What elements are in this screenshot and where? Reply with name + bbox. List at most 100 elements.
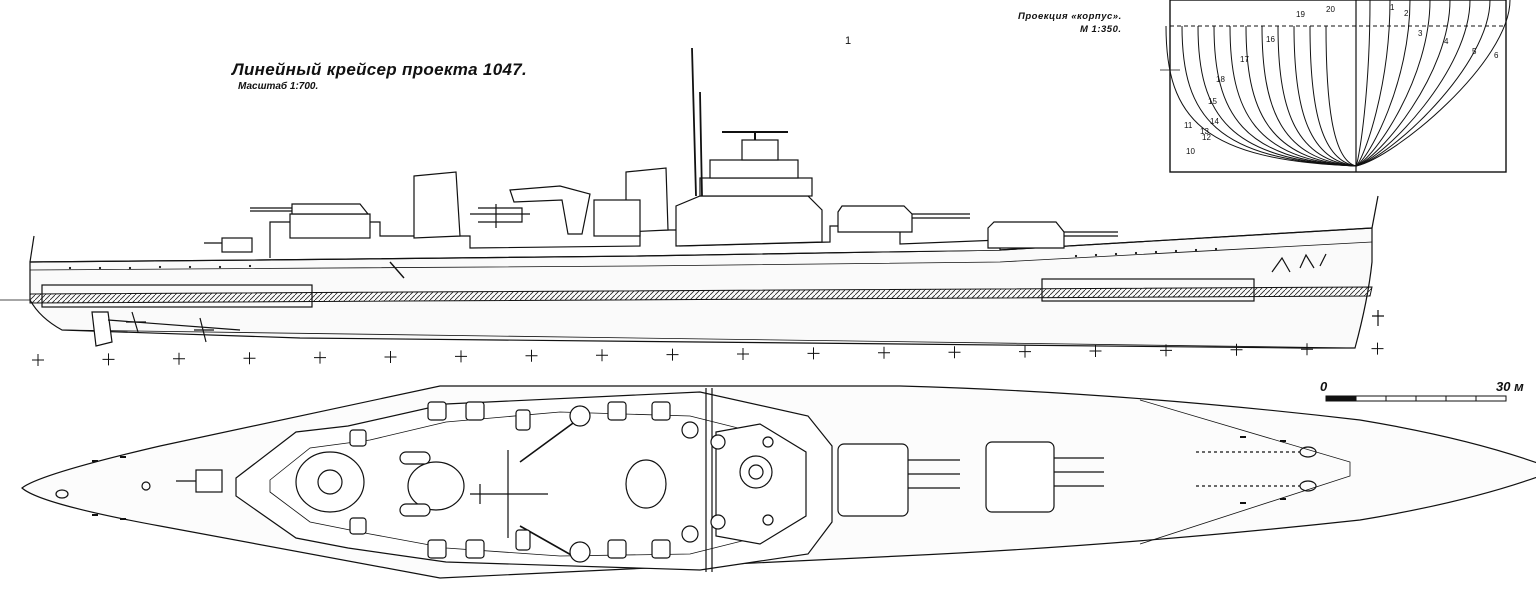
body-plan-fwd-section [1355, 0, 1371, 167]
body-plan-aft-section [1197, 25, 1357, 167]
station-cross [596, 349, 608, 362]
body-plan-station-label: 6 [1494, 51, 1499, 60]
body-plan-station-label: 11 [1184, 121, 1193, 130]
aft-main-turret [291, 203, 370, 215]
station-cross [455, 350, 467, 363]
side-deck-line [29, 227, 1373, 263]
body-plan-aft-section [1165, 25, 1357, 167]
seaplane-top [470, 450, 548, 538]
turret-a-top [985, 441, 1055, 513]
bridge-top-director [739, 455, 773, 489]
bridge-top-director-inner [748, 464, 764, 480]
aft-deck-fitting [141, 481, 151, 491]
body-plan-station-label: 4 [1444, 37, 1449, 46]
fwd-funnel-top [625, 459, 667, 509]
body-plan-aft-section [1245, 25, 1357, 167]
body-plan-station-label: 3 [1418, 29, 1423, 38]
station-cross [737, 348, 749, 360]
aft-turret-ring [317, 469, 343, 495]
propeller-fwd [194, 317, 214, 343]
body-plan-fwd-section [1355, 0, 1451, 167]
body-plan-title: Проекция «корпус». [1018, 11, 1122, 22]
station-cross [173, 352, 185, 365]
aft-secondary-mount [221, 237, 253, 253]
turret-b-top [837, 443, 909, 517]
plan-deck-edge [1139, 399, 1351, 545]
station-cross [948, 346, 961, 359]
stern-flagstaff [29, 235, 35, 263]
annotation-mark: 1 [845, 35, 852, 47]
scale-bar-fill [1326, 396, 1356, 401]
bridge-top [715, 423, 807, 545]
portholes [68, 247, 1218, 270]
fwd-turret-a-guns [1064, 231, 1118, 237]
anchor-gear [1271, 253, 1327, 273]
station-cross [1019, 345, 1031, 358]
body-plan-fwd-section [1355, 0, 1411, 167]
body-plan-fwd-section [1355, 0, 1491, 167]
body-plan-station-label: 18 [1216, 75, 1225, 84]
aft-turret-guns [250, 207, 292, 212]
scale-bar-start-label: 0 [1320, 379, 1328, 394]
body-plan-station-label: 17 [1240, 55, 1249, 64]
station-cross [807, 347, 820, 360]
station-cross [1089, 345, 1102, 357]
station-cross [243, 352, 256, 365]
body-plan-aft-section [1181, 25, 1357, 167]
rudder [91, 311, 113, 347]
boat-deck-house [593, 199, 641, 237]
station-cross [384, 351, 397, 363]
body-plan-station-label: 13 [1200, 127, 1209, 136]
body-plan-fwd-section [1355, 0, 1511, 167]
station-cross [102, 353, 115, 366]
fwd-turret-b-guns [912, 213, 970, 219]
aft-funnel [413, 171, 461, 239]
hawse-stbd [1299, 480, 1317, 492]
station-cross [314, 351, 326, 364]
body-plan-aft-section [1309, 25, 1357, 167]
body-plan-station-label: 20 [1326, 5, 1335, 14]
turret-b-top-guns [908, 459, 960, 489]
side-slope-line [389, 261, 405, 279]
turret-a-top-guns [1054, 457, 1104, 487]
fwd-main-turret-b [837, 205, 913, 233]
side-hull-outline [29, 227, 1373, 349]
belt-box-fwd [1041, 278, 1255, 302]
plan-view [21, 385, 1536, 579]
scale-bar-end-label: 30 м [1496, 379, 1524, 394]
hawse-port [1299, 446, 1317, 458]
fwd-main-turret-a [987, 221, 1065, 249]
bow-anchor-mark [1372, 310, 1384, 326]
aft-funnel-top [407, 461, 465, 511]
plan-deck-dashes [92, 436, 1286, 520]
body-plan-aft-section [1325, 25, 1357, 167]
aft-secondary-top [195, 469, 223, 493]
side-profile-view [0, 47, 1384, 349]
station-crosses [32, 342, 1384, 366]
body-plan-scale: М 1:350. [1080, 24, 1122, 35]
drawing-title: Линейный крейсер проекта 1047. [232, 60, 527, 79]
body-plan-station-label: 2 [1404, 9, 1409, 18]
station-cross [878, 346, 890, 359]
foremast [691, 47, 703, 197]
seaplane [470, 204, 530, 228]
rangefinder [722, 131, 788, 140]
body-plan-aft-section [1261, 25, 1357, 167]
propeller-aft [126, 311, 146, 333]
body-plan-station-label: 10 [1186, 147, 1195, 156]
bridge-tower [675, 195, 823, 247]
body-plan-aft-section [1213, 25, 1357, 167]
station-cross [666, 348, 679, 361]
bridge-level-2 [709, 159, 799, 179]
scale-bar [1325, 395, 1507, 402]
keel-line [61, 329, 1356, 349]
crane-top-port [569, 405, 591, 427]
body-plan-station-label: 1 [1390, 3, 1395, 12]
station-cross [1371, 342, 1384, 355]
belt-box-aft [41, 284, 313, 308]
station-cross [32, 354, 44, 366]
bridge-level-3 [741, 139, 779, 161]
body-plan-sections [1165, 0, 1511, 167]
